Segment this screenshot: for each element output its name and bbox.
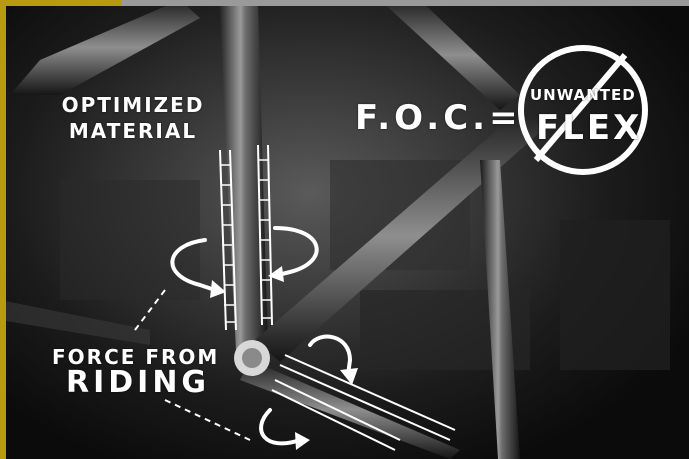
flex-label: Flex bbox=[536, 108, 642, 148]
twist-arrow-bottom-head-icon bbox=[295, 432, 310, 450]
optimized-label-line2: Material bbox=[58, 118, 208, 144]
foc-label: F.O.C.= bbox=[355, 98, 522, 138]
bottom-bracket-inner bbox=[242, 348, 262, 368]
background-cabinet bbox=[560, 220, 670, 370]
force-label-line2: Riding bbox=[66, 370, 219, 396]
left-stay bbox=[0, 300, 150, 345]
optimized-material-label: Optimized Material bbox=[58, 92, 208, 144]
top-border-accent bbox=[0, 0, 122, 6]
top-border bbox=[0, 0, 689, 6]
optimized-label-line1: Optimized bbox=[58, 92, 208, 118]
background-wall bbox=[60, 180, 200, 300]
top-tube-right bbox=[380, 0, 520, 110]
force-from-riding-label: Force from Riding bbox=[52, 344, 219, 396]
left-border bbox=[0, 0, 6, 459]
twist-arrow-bottom-icon bbox=[261, 410, 300, 443]
unwanted-label: Unwanted bbox=[530, 86, 636, 104]
top-tube-left bbox=[10, 0, 200, 95]
pointer-line-lower bbox=[165, 400, 250, 440]
